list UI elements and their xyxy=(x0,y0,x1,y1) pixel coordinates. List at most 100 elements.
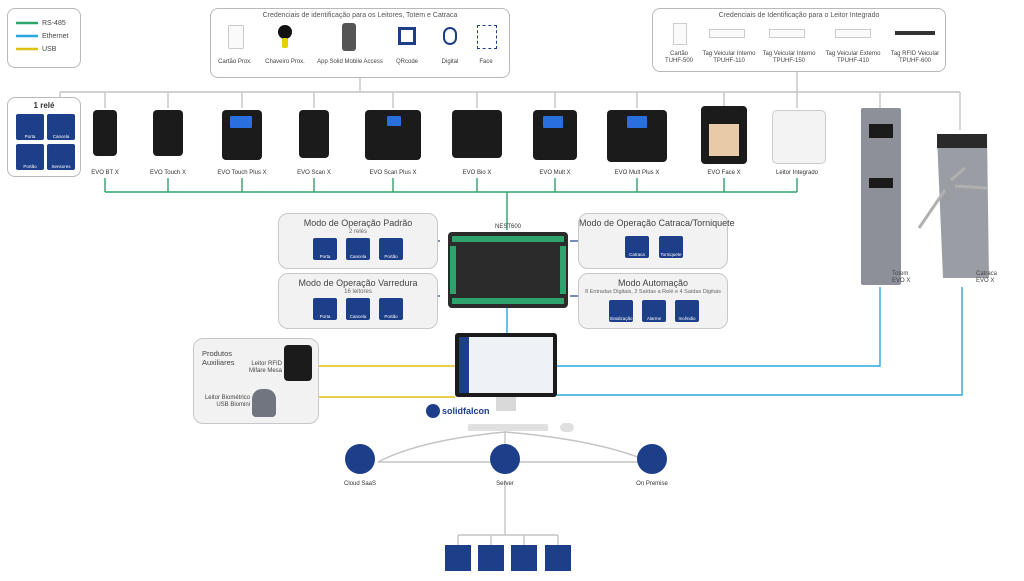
reader-evo-scan-plus-x xyxy=(365,110,421,160)
reader-screen xyxy=(543,116,563,128)
tile-label: Portão xyxy=(384,254,398,259)
mode-sweep-tile-arm: Cancela xyxy=(346,298,370,320)
face-icon xyxy=(477,25,497,49)
tile-label: Sinalização xyxy=(609,316,633,321)
tag-600-icon xyxy=(895,31,935,35)
cred-label-5: Face xyxy=(479,59,493,65)
int-cred-label-2: Tag Veicular Interno TPUHF-150 xyxy=(762,51,816,64)
tile-label: Alarme xyxy=(646,316,662,321)
tile-label: Porta xyxy=(319,254,331,259)
int-cred-label-0: Cartão TUHF-500 xyxy=(664,51,693,64)
reader-evo-mult-x xyxy=(533,110,577,160)
mouse xyxy=(560,423,574,432)
credentials-main-panel: Credenciais de identificação para os Lei… xyxy=(210,8,510,78)
deploy-cloud-label: Cloud SaaS xyxy=(343,481,377,487)
monitor-stand xyxy=(496,397,516,411)
server-icon xyxy=(490,444,520,474)
reader-label-3: EVO Scan X xyxy=(297,170,331,176)
reader-screen xyxy=(387,116,401,126)
relay-tile-gate: Portão xyxy=(16,144,44,170)
mode-standard-tile-arm: Cancela xyxy=(346,238,370,260)
mode-automation-tile-signal: Sinalização xyxy=(609,300,633,322)
mode-sweep-panel: Modo de Operação Varredura 16 leitores P… xyxy=(278,273,438,329)
cred-label-2: App Solid Mobile Access xyxy=(317,59,383,65)
relay-tile-door-label: Porta xyxy=(24,134,36,139)
reader-screen xyxy=(627,116,647,128)
mode-automation-tile-alarm: Alarme xyxy=(642,300,666,322)
mode-automation-sub: 8 Entradas Digitais, 2 Saídas a Relé e 4… xyxy=(585,289,721,295)
relay-tile-gate-arm: Cancela xyxy=(47,114,75,140)
credentials-integrated-panel: Credenciais de Identificação para o Leit… xyxy=(652,8,946,72)
terminal-left xyxy=(450,246,456,294)
totem-label: Totem EVO X xyxy=(892,271,911,284)
tag-110-icon xyxy=(709,29,745,38)
reader-label-6: EVO Mult X xyxy=(539,170,571,176)
rfid-desk-reader xyxy=(284,345,312,381)
software-screen xyxy=(459,337,553,393)
mobile-access-icon xyxy=(342,23,356,51)
tablet-icon xyxy=(511,545,537,571)
mode-sweep-title: Modo de Operação Varredura xyxy=(298,278,418,288)
brand-name: solidfalcon xyxy=(442,406,490,416)
tile-label: Catraca xyxy=(629,252,645,257)
face-screen xyxy=(709,124,739,156)
credentials-integrated-title: Credenciais de Identificação para o Leit… xyxy=(718,12,880,19)
software-sidebar xyxy=(459,337,469,393)
aux-title: Produtos Auxiliares xyxy=(202,349,235,367)
legend-usb: USB xyxy=(42,46,57,53)
int-cred-label-3: Tag Veicular Externo TPUHF-410 xyxy=(825,51,881,64)
workstation-monitor xyxy=(455,333,557,397)
totem-slot xyxy=(869,178,893,188)
reader-label-8: EVO Face X xyxy=(707,170,741,176)
mode-standard-title: Modo de Operação Padrão xyxy=(303,218,413,228)
reader-label-5: EVO Bio X xyxy=(462,170,492,176)
legend: RS-485 Ethernet USB xyxy=(7,8,81,68)
mode-sweep-tile-door: Porta xyxy=(313,298,337,320)
on-premise-icon xyxy=(637,444,667,474)
relay-tile-sensors-label: Sensores xyxy=(51,164,71,169)
mode-turnstile-tile-turnstile: Catraca xyxy=(625,236,649,258)
cred-label-1: Chaveiro Prox. xyxy=(265,59,305,65)
client-label-1: Smartphone* xyxy=(476,572,506,578)
mode-automation-panel: Modo Automação 8 Entradas Digitais, 2 Sa… xyxy=(578,273,728,329)
keyfob-tag-icon xyxy=(282,38,288,48)
mode-automation-title: Modo Automação xyxy=(617,278,689,288)
legend-rs485: RS-485 xyxy=(42,20,66,27)
pc-icon xyxy=(445,545,471,571)
client-label-2: Tablet* xyxy=(516,572,532,578)
reader-screen xyxy=(230,116,252,128)
reader-evo-bio-x xyxy=(452,110,502,158)
mode-sweep-sub: 16 leitores xyxy=(344,289,372,295)
controller-nest600 xyxy=(448,232,568,308)
mode-standard-tile-gate: Portão xyxy=(379,238,403,260)
reader-label-9: Leitor Integrado xyxy=(775,170,819,176)
reader-label-1: EVO Touch X xyxy=(150,170,186,176)
client-label-0: PC* xyxy=(453,572,463,578)
qrcode-icon xyxy=(398,27,416,45)
int-cred-label-4: Tag RFID Veicular TPUHF-600 xyxy=(890,51,940,64)
fingerprint-icon xyxy=(443,27,457,45)
uhf-card-icon xyxy=(673,23,687,45)
tile-label: Torniquete xyxy=(660,252,682,257)
tile-label: Cancela xyxy=(349,254,367,259)
reader-evo-mult-plus-x xyxy=(607,110,667,162)
relay-tile-sensors: Sensores xyxy=(47,144,75,170)
totem-screen xyxy=(869,124,893,138)
aux-products-panel: Produtos Auxiliares Leitor RFID Mifare M… xyxy=(193,338,319,424)
smart-tv-icon xyxy=(545,545,571,571)
reader-evo-bt-x xyxy=(93,110,117,156)
reader-label-0: EVO BT X xyxy=(91,170,119,176)
legend-swatches xyxy=(16,21,38,51)
relay-title: 1 relé xyxy=(33,101,55,110)
reader-label-4: EVO Scan Plus X xyxy=(369,170,417,176)
tile-label: Portão xyxy=(384,314,398,319)
reader-integrated xyxy=(772,110,826,164)
tag-150-icon xyxy=(769,29,805,38)
relay-tile-gate-arm-label: Cancela xyxy=(52,134,70,139)
relay-panel: 1 relé Porta Cancela Portão Sensores xyxy=(7,97,81,177)
reader-evo-touch-x xyxy=(153,110,183,156)
controller-label: NEST600 xyxy=(494,224,521,230)
solidfalcon-logo-icon xyxy=(426,404,440,418)
card-icon xyxy=(228,25,244,49)
usb-biometric-reader xyxy=(252,389,276,417)
